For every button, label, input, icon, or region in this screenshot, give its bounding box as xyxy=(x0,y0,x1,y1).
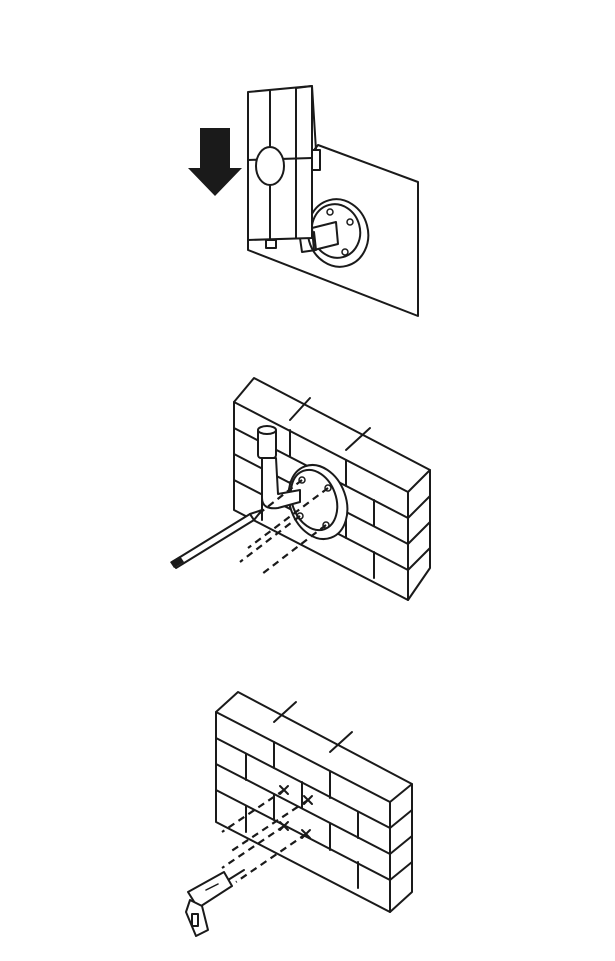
down-arrow-icon xyxy=(188,128,242,196)
brick-wall-icon xyxy=(216,692,412,912)
camera-icon xyxy=(248,86,320,248)
step-1-illustration xyxy=(0,0,615,330)
step-2-mark-holes xyxy=(0,330,615,630)
step-3-illustration xyxy=(0,630,615,961)
pencil-icon xyxy=(170,510,262,568)
step-1-mount-camera xyxy=(0,0,615,330)
step-2-illustration xyxy=(0,330,615,630)
drill-icon xyxy=(186,870,244,936)
step-3-drill-holes xyxy=(0,630,615,961)
